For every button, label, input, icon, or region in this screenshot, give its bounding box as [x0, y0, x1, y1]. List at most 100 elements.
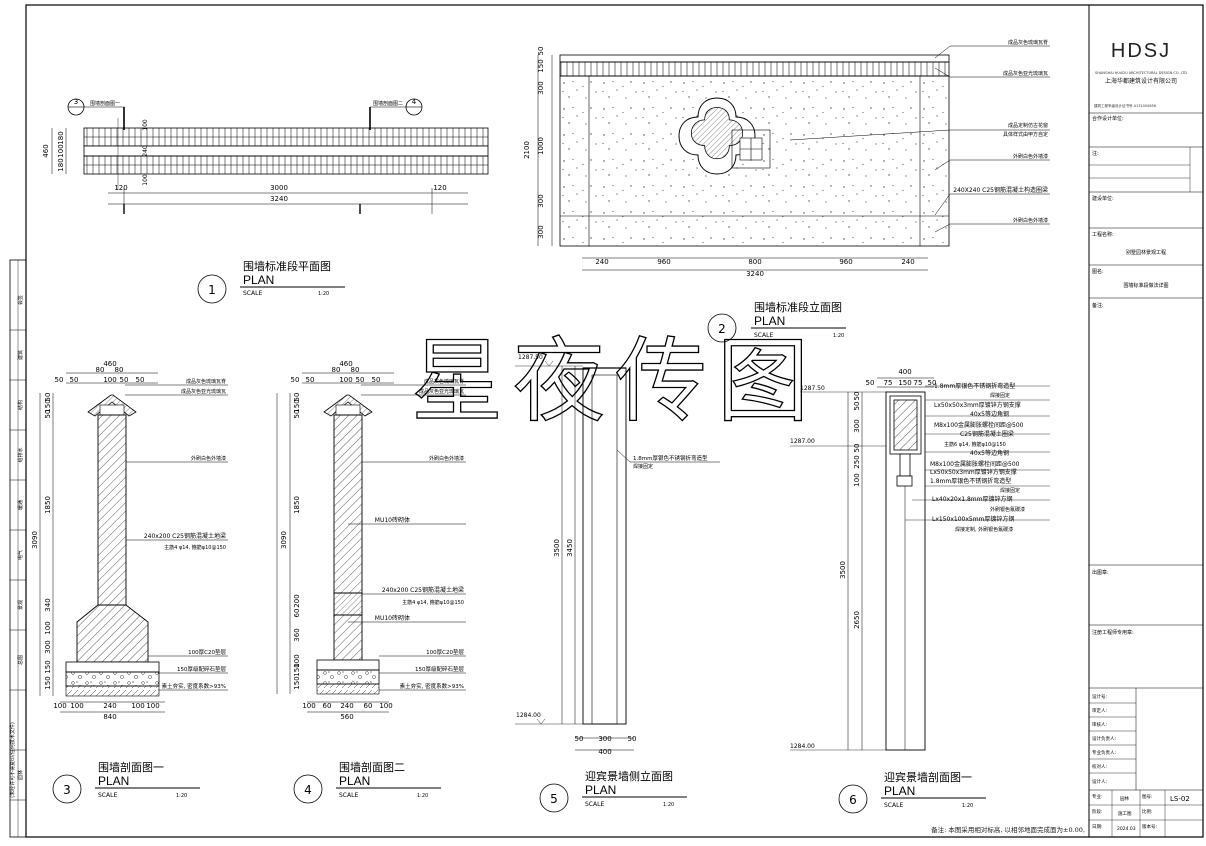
- watermark: 星夜传图: [411, 328, 819, 435]
- strip-label: 园林: [17, 770, 24, 780]
- s6-inner: [893, 399, 918, 451]
- s6-label: M8x100金属膨胀螺栓间距@500: [930, 460, 1020, 468]
- plan-dim: 100: [142, 119, 149, 131]
- view-plan-6: PLAN: [884, 784, 915, 798]
- reg-stamp-label: 注册工程师专用章:: [1092, 629, 1134, 636]
- s1-footing: [76, 604, 149, 663]
- s1-dim: 100: [44, 621, 52, 634]
- side-elev-panel-outer: [582, 367, 627, 725]
- s2-wall: [333, 414, 363, 594]
- elev-dim: 960: [657, 258, 670, 266]
- view-title-1: 围墙标准段平面图: [243, 259, 331, 273]
- section-2-view: 460 50 80 80 50 100 50 50 50 150 50 1850…: [276, 360, 466, 804]
- s1-label: 240x200 C25钢筋混凝土地梁: [144, 532, 226, 540]
- side-elev-dim: 50: [628, 735, 637, 743]
- side-elev-label: 1.8mm厚银色不锈钢折弯造型: [633, 454, 708, 462]
- s1-wall: [97, 414, 127, 606]
- s6-frame: [885, 391, 926, 751]
- s2-label: 外刷白色外墙漆: [429, 455, 464, 462]
- strip-label: 会签: [17, 295, 24, 305]
- s6-dim: 2650: [853, 611, 861, 629]
- strip-label: 给排水: [17, 447, 24, 462]
- s6-steel: [899, 453, 911, 477]
- sheet-label: 图号:: [1142, 794, 1153, 800]
- s6-dim: 250: [853, 455, 861, 468]
- s1-dim: 150: [44, 399, 52, 412]
- s6-label: M8x100金属膨胀螺栓间距@500: [934, 421, 1024, 429]
- s2-dim: 150: [293, 399, 301, 412]
- elev-dim: 2100: [523, 141, 531, 159]
- view-plan-5: PLAN: [585, 783, 616, 797]
- s1-dim: 300: [44, 640, 52, 653]
- s6-top-level: 1287.00: [790, 438, 815, 445]
- view-num-6: 6: [849, 793, 857, 807]
- lattice-window: [678, 97, 771, 175]
- notes-label: 注:: [1092, 150, 1099, 157]
- plan-dim: 180: [57, 158, 65, 171]
- view-badge-4: [293, 774, 323, 804]
- s2-label: 素土夯实, 密度系数>93%: [400, 682, 464, 690]
- s2-label: 成品灰色琉璃瓦脊: [424, 378, 464, 385]
- s1-label: 外刷白色外墙漆: [191, 455, 226, 462]
- s2-soil: [316, 683, 380, 695]
- s1-dim: 50: [120, 376, 129, 384]
- s1-dim: 460: [103, 360, 116, 368]
- tb-row: 设计负责人:: [1092, 735, 1116, 742]
- s6-label: 40x5等边角钢: [970, 449, 1009, 457]
- title-block: HDSJ SHANGHAI HUADU ARCHITECTURAL DESIGN…: [1089, 40, 1203, 837]
- s1-dim: 80: [115, 366, 124, 374]
- plan-dim: 120: [114, 184, 127, 192]
- view-scale-label-1: SCALE: [243, 290, 262, 297]
- elev-label: 具体样式由甲方自定: [1003, 131, 1048, 138]
- s2-dim: 100: [339, 376, 352, 384]
- s1-dim-total: 840: [103, 713, 116, 721]
- s2-coping: [335, 404, 361, 416]
- side-elev-label: 焊接固定: [633, 463, 653, 470]
- s6-label: 焊接定制, 外刷银色氟碳漆: [955, 526, 1013, 533]
- tb-row: 审核人:: [1092, 721, 1107, 728]
- view-num-1: 1: [208, 283, 216, 297]
- s2-dim: 60: [323, 702, 332, 710]
- s6-top-level: 1287.50: [800, 385, 825, 392]
- s2-dim: 80: [351, 366, 360, 374]
- side-elev-dim: 3450: [566, 539, 574, 557]
- s1-dim: 3090: [31, 531, 39, 549]
- plan-view: 3 围墙剖面图一 4 围墙剖面图二 460 180 100 180 100 24…: [42, 98, 489, 304]
- view-plan-2: PLAN: [754, 314, 785, 328]
- view-plan-1: PLAN: [243, 273, 274, 287]
- section-marker-3-num: 3: [74, 98, 78, 106]
- drawing-name-value: 围墙标准段做法详图: [1123, 282, 1168, 289]
- view-num-2: 2: [718, 322, 726, 336]
- elev-label: 外刷白色外墙漆: [1013, 217, 1048, 224]
- s2-label: 150厚级配碎石垫层: [415, 665, 464, 673]
- view-badge-2: [707, 313, 737, 343]
- s2-dim: 3090: [280, 531, 288, 549]
- plan-dim-total: 3240: [270, 195, 288, 203]
- s1-dim: 50: [136, 376, 145, 384]
- side-elevation-view: 1287.50 1284.00 3500 3450 50 300 50 400 …: [515, 354, 720, 813]
- view-scale-2: 1:20: [833, 333, 844, 339]
- cert-text: 建筑工程甲级设计证书号 A131000856: [1094, 103, 1156, 108]
- section-6-view: 1287.50 1287.00 1284.00 400 50 75 150 75…: [790, 368, 1050, 814]
- plan-dim: 100: [142, 174, 149, 186]
- s1-dim: 240: [103, 702, 116, 710]
- left-note: (未经许可不得复印/任何技术文件): [9, 722, 16, 798]
- view-scale-label-3: SCALE: [98, 792, 117, 799]
- company-en: SHANGHAI HUADU ARCHITECTURAL DESIGN CO.,…: [1095, 71, 1187, 75]
- side-elev-dim: 3500: [553, 539, 561, 557]
- elev-dim: 240: [901, 258, 914, 266]
- s1-dim: 100: [70, 702, 83, 710]
- s2-dim: 360: [293, 628, 301, 641]
- view-scale-4: 1:20: [417, 793, 428, 799]
- s2-dim: 150: [293, 663, 301, 676]
- tb-row: 设计人:: [1092, 778, 1107, 785]
- phase-label: 阶段:: [1092, 808, 1103, 815]
- view-scale-5: 1:20: [663, 802, 674, 808]
- s2-dim: 50: [356, 376, 365, 384]
- view-scale-label-2: SCALE: [754, 332, 773, 339]
- s1-label: 主筋4 φ14, 箍筋φ10@150: [164, 544, 226, 551]
- side-elev-dim: 300: [598, 735, 611, 743]
- plan-dim: 180: [57, 131, 65, 144]
- left-sign-strip: 会签 建筑 结构 给排水 暖通 电气 景观 总图 园林 (未经许可不得复印/任何…: [9, 259, 27, 838]
